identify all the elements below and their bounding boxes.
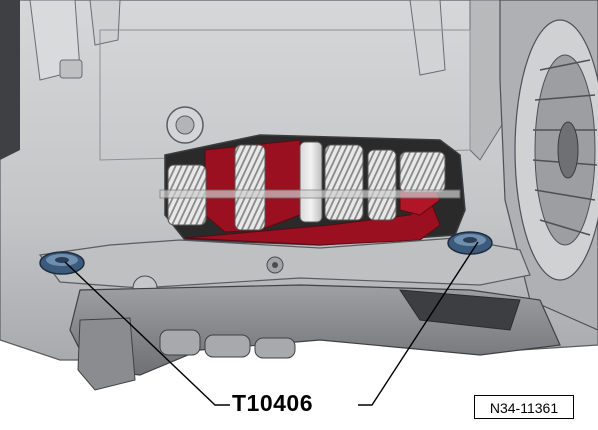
figure-id-box: N34-11361 xyxy=(474,395,574,419)
tool-pin-left xyxy=(39,251,85,275)
leader-line-right xyxy=(358,241,479,406)
leader-lines xyxy=(64,241,479,406)
upper-boss xyxy=(99,29,471,161)
leader-line-left xyxy=(64,261,230,406)
cutaway-window xyxy=(159,134,466,246)
bell-housing xyxy=(499,0,598,331)
tool-pin-right xyxy=(447,231,493,255)
lower-housing xyxy=(69,284,561,391)
tool-label: T10406 xyxy=(232,390,314,416)
